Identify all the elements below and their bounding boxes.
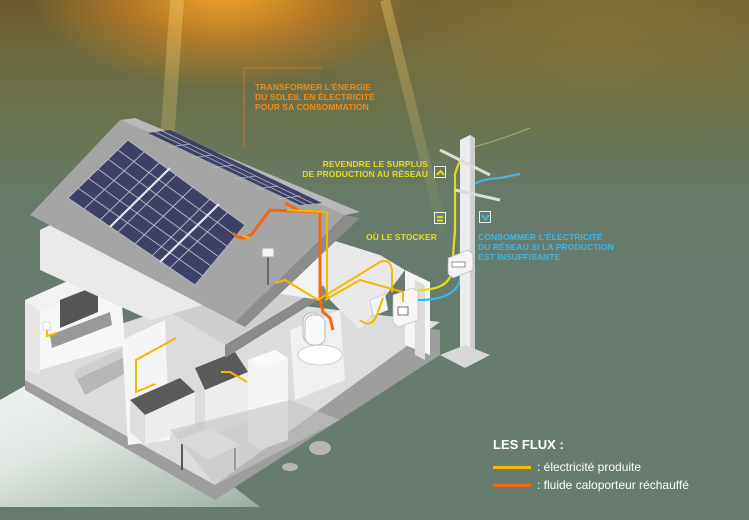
legend-item-fluide: : fluide caloporteur réchauffé (493, 476, 689, 494)
house-cutaway-illustration (25, 67, 531, 500)
legend-title: LES FLUX : (493, 437, 564, 452)
legend-item-electricite: : électricité produite (493, 458, 689, 476)
label-line: OÙ LE STOCKER (366, 232, 438, 242)
legend-item-label: : électricité produite (537, 460, 642, 474)
orange-line-swatch-icon (493, 483, 531, 487)
arrow-up-icon (434, 166, 446, 178)
utility-pole (439, 135, 501, 368)
arrow-down-icon (479, 211, 491, 223)
yellow-line-swatch-icon (493, 465, 531, 469)
label-line: POUR SA CONSOMMATION (255, 102, 369, 112)
equals-icon (434, 212, 446, 224)
label-line: DU SOLEIL EN ÉLECTRICITÉ (255, 92, 375, 102)
label-ou-le-stocker: OÙ LE STOCKER (366, 232, 437, 242)
solar-panel-array-upper (148, 130, 322, 206)
label-line: CONSOMMER L'ÉLECTRICITÉ (478, 232, 603, 242)
label-line: EST INSUFFISANTE (478, 252, 561, 262)
label-revendre-surplus: REVENDRE LE SURPLUS DE PRODUCTION AU RÉS… (292, 159, 428, 179)
label-line: DU RÉSEAU SI LA PRODUCTION (478, 242, 614, 252)
label-line: TRANSFORMER L'ÉNERGIE (255, 82, 372, 92)
legend: LES FLUX : : électricité produite : flui… (493, 437, 689, 494)
electricite-produite-lines (46, 209, 404, 394)
label-consommer-electricite: CONSOMMER L'ÉLECTRICITÉ DU RÉSEAU SI LA … (478, 232, 614, 262)
label-transformer-energie: TRANSFORMER L'ÉNERGIE DU SOLEIL EN ÉLECT… (255, 82, 375, 112)
label-line: DE PRODUCTION AU RÉSEAU (302, 169, 428, 179)
solar-panel-array (67, 139, 246, 286)
fluide-caloporteur-line (231, 208, 335, 331)
label-connector (243, 67, 322, 148)
label-line: REVENDRE LE SURPLUS (322, 159, 428, 169)
legend-item-label: : fluide caloporteur réchauffé (537, 478, 689, 492)
